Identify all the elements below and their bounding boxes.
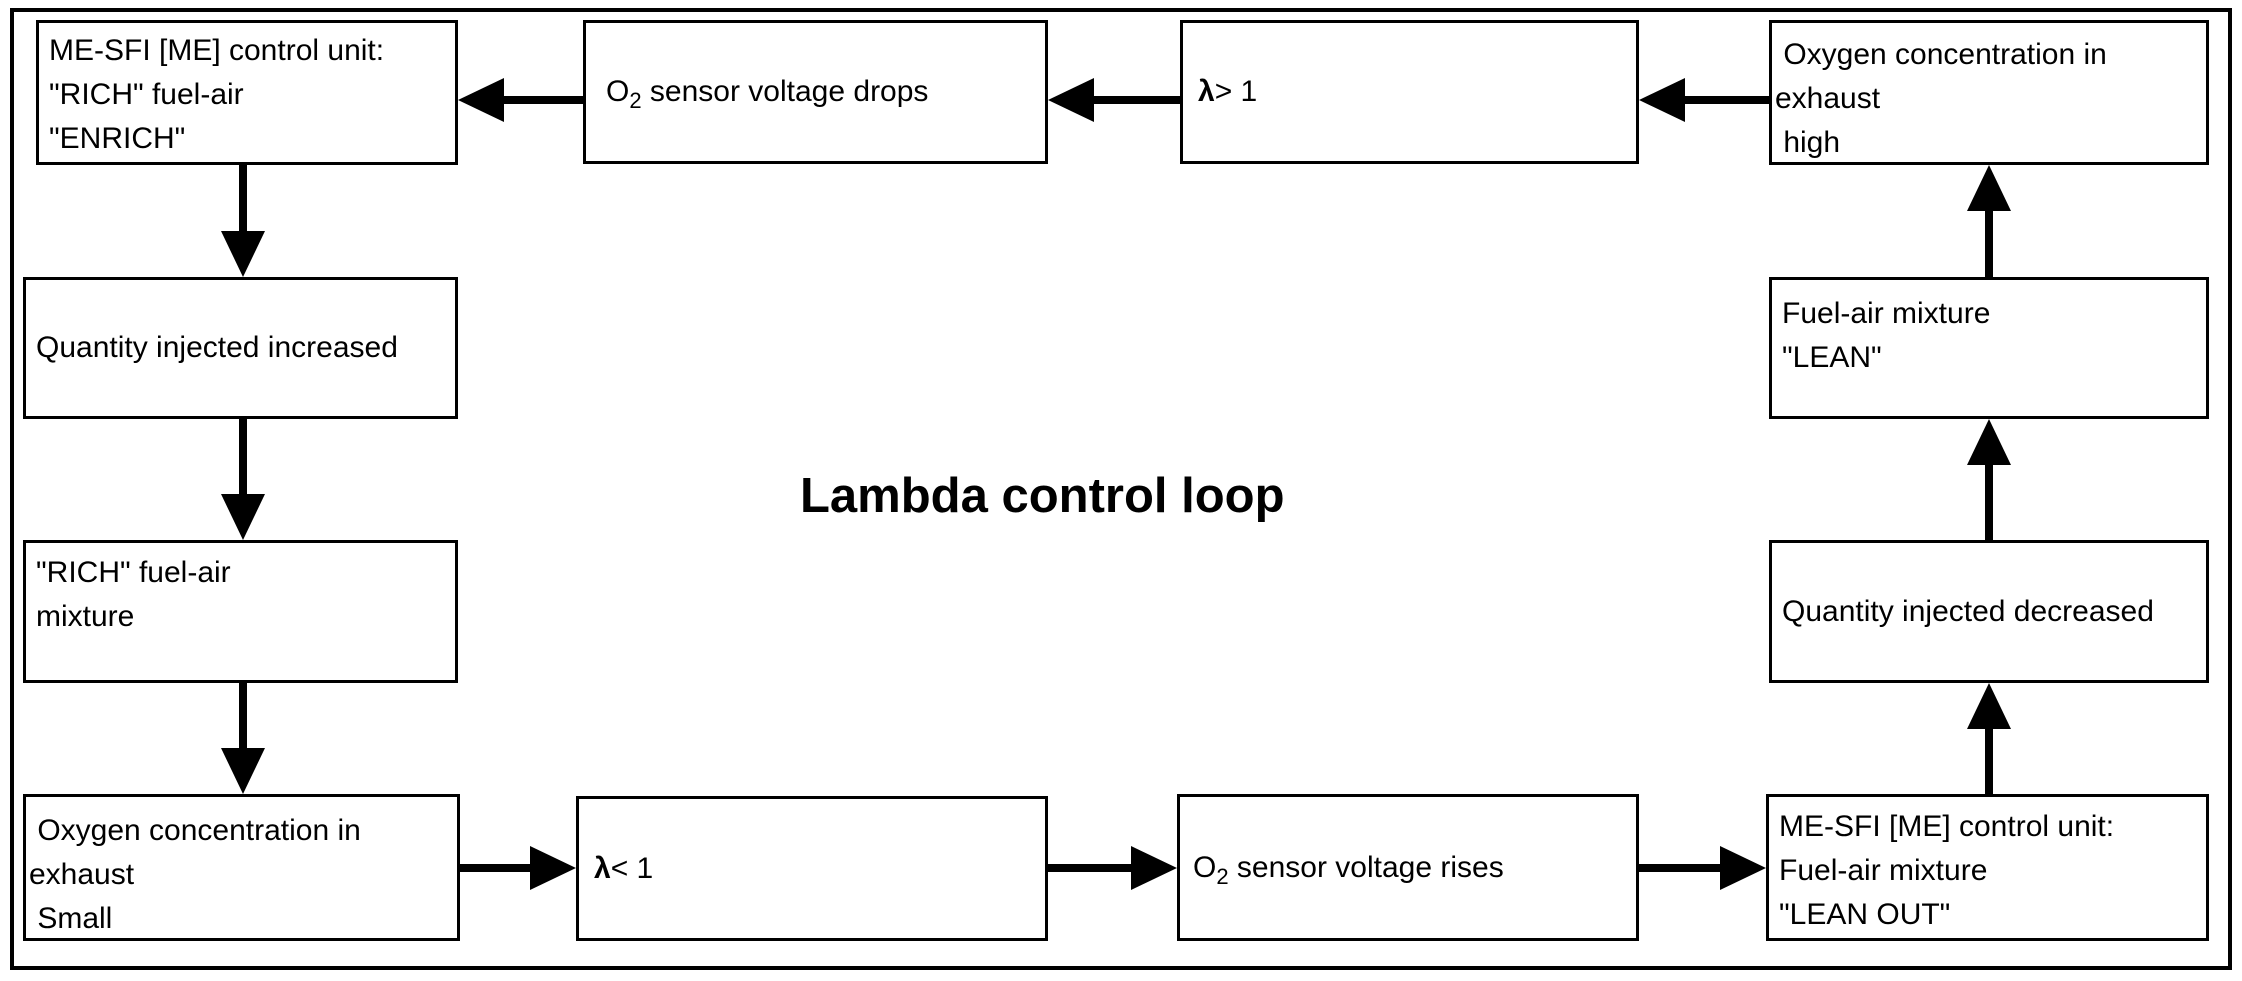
- node-text-line: O2 sensor voltage rises: [1193, 846, 1636, 890]
- arrow-me-leanout-to-qty-decreased: [1967, 683, 2011, 794]
- arrow-qty-increased-to-rich-mixture: [221, 419, 265, 540]
- node-text-line: exhaust: [1775, 82, 1881, 115]
- node-text-line: exhaust: [29, 858, 135, 891]
- o2-symbol: O: [606, 75, 630, 108]
- node-lean-fuel-air-mixture: Fuel-air mixture "LEAN": [1769, 277, 2209, 419]
- node-text-line: ME-SFI [ME] control unit:: [49, 34, 385, 67]
- arrow-qty-decreased-to-lean-mixture: [1967, 419, 2011, 540]
- o2-symbol: O: [1193, 850, 1217, 884]
- node-o2-voltage-rises: O2 sensor voltage rises: [1177, 794, 1639, 941]
- node-o2-voltage-drops: O2 sensor voltage drops: [583, 20, 1048, 164]
- node-text-line: Fuel-air mixture: [1779, 854, 1988, 887]
- lambda-symbol: λ: [1198, 75, 1215, 108]
- node-oxygen-concentration-high: Oxygen concentration in exhaust high: [1769, 20, 2209, 165]
- node-text-line: O2 sensor voltage drops: [606, 70, 1045, 114]
- o2-subscript: 2: [1216, 863, 1229, 889]
- node-lambda-lt-1: λ< 1: [576, 796, 1048, 941]
- node-text-line: Oxygen concentration in: [29, 814, 361, 847]
- arrow-me-enrich-to-qty-increased: [221, 165, 265, 277]
- node-text-line: Quantity injected decreased: [1782, 594, 2154, 628]
- arrow-o2-rises-to-me-leanout: [1639, 846, 1766, 890]
- node-text-line: "ENRICH": [49, 122, 186, 155]
- node-text-line: ME-SFI [ME] control unit:: [1779, 810, 2115, 843]
- arrow-rich-mixture-to-oxygen-small: [221, 683, 265, 794]
- node-text: < 1: [610, 851, 654, 885]
- node-me-sfi-lean-out: ME-SFI [ME] control unit: Fuel-air mixtu…: [1766, 794, 2209, 941]
- diagram-border: [10, 8, 2232, 970]
- node-text: sensor voltage drops: [641, 75, 929, 108]
- arrow-oxygen-small-to-lambda-lt1: [460, 846, 576, 890]
- arrow-lambda-lt1-to-o2-rises: [1048, 846, 1177, 890]
- node-text-line: λ< 1: [594, 847, 1045, 891]
- node-text: sensor voltage rises: [1228, 850, 1504, 884]
- node-text-line: "LEAN": [1782, 341, 1882, 374]
- node-text-line: "RICH" fuel-air: [36, 556, 231, 589]
- node-text-line: Quantity injected increased: [36, 331, 398, 364]
- node-lambda-gt-1: λ> 1: [1180, 20, 1639, 164]
- diagram-title: Lambda control loop: [800, 469, 1285, 523]
- o2-subscript: 2: [629, 88, 642, 113]
- node-oxygen-concentration-small: Oxygen concentration in exhaust Small: [23, 794, 460, 941]
- arrow-lambda-gt1-to-o2-drops: [1048, 78, 1180, 122]
- node-text-line: Oxygen concentration in: [1775, 38, 2107, 71]
- node-text-line: mixture: [36, 600, 135, 633]
- node-text-line: λ> 1: [1198, 70, 1636, 114]
- arrow-o2-drops-to-me-enrich: [458, 78, 583, 122]
- node-text-line: high: [1775, 126, 1841, 159]
- node-text-line: "LEAN OUT": [1779, 898, 1951, 931]
- node-me-sfi-enrich: ME-SFI [ME] control unit: "RICH" fuel-ai…: [36, 20, 458, 165]
- node-text-line: Fuel-air mixture: [1782, 297, 1991, 330]
- arrow-oxygen-high-to-lambda-gt1: [1639, 78, 1769, 122]
- lambda-symbol: λ: [594, 851, 611, 885]
- node-text-line: Small: [29, 902, 113, 935]
- node-text-line: "RICH" fuel-air: [49, 78, 244, 111]
- node-quantity-injected-increased: Quantity injected increased: [23, 277, 458, 419]
- node-quantity-injected-decreased: Quantity injected decreased: [1769, 540, 2209, 683]
- node-text: > 1: [1214, 75, 1258, 108]
- node-rich-fuel-air-mixture: "RICH" fuel-air mixture: [23, 540, 458, 683]
- arrow-lean-mixture-to-oxygen-high: [1967, 165, 2011, 277]
